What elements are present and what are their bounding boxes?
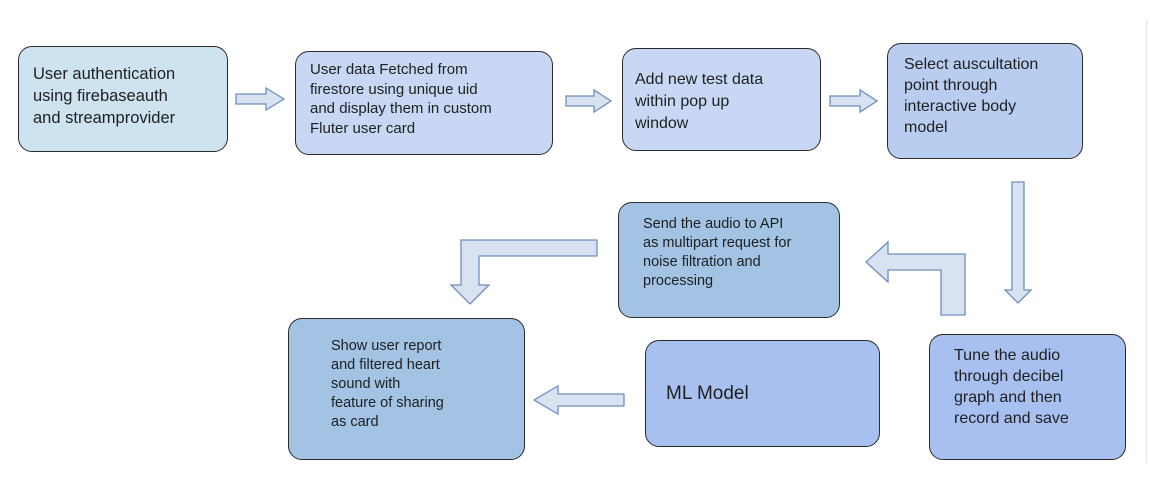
step-send-audio-to-api: Send the audio to API as multipart reque… [618, 202, 840, 318]
step-add-test-data: Add new test data within pop up window [622, 48, 821, 151]
arrow-down-icon [1003, 181, 1033, 304]
arrow-right-icon [829, 88, 879, 114]
arrow-bent-left-down-icon [449, 239, 598, 305]
arrow-bent-up-left-icon [865, 240, 966, 316]
arrow-right-icon [235, 86, 286, 112]
page-right-divider [1146, 20, 1147, 462]
step-tune-audio: Tune the audio through decibel graph and… [929, 334, 1126, 460]
step-user-authentication: User authentication using firebaseauth a… [18, 46, 228, 152]
step-show-user-report: Show user report and filtered heart soun… [288, 318, 525, 460]
step-fetch-user-data: User data Fetched from firestore using u… [295, 51, 553, 155]
arrow-right-icon [565, 88, 613, 114]
step-select-auscultation-point: Select auscultation point through intera… [887, 43, 1083, 159]
step-ml-model: ML Model [645, 340, 880, 447]
arrow-left-icon [532, 384, 625, 416]
